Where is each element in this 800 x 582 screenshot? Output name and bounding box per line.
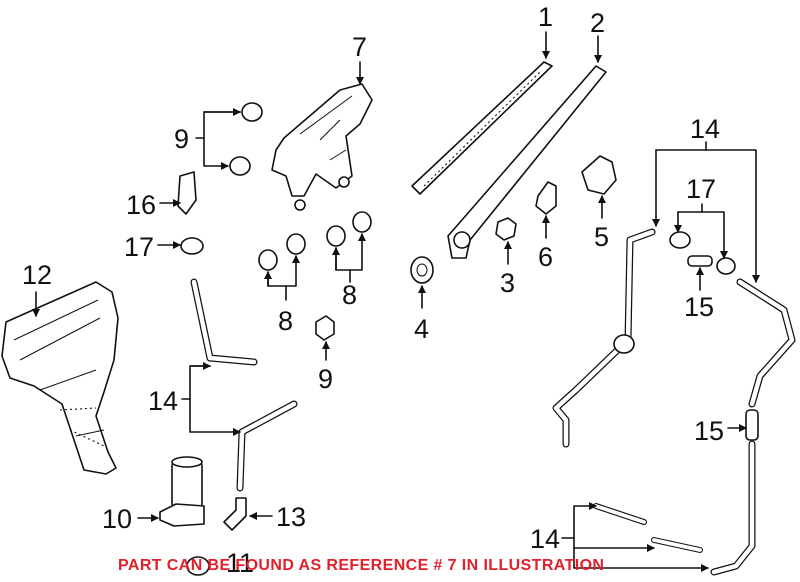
callout-13: 13	[276, 502, 306, 532]
washer-pump-part	[159, 456, 205, 527]
callout-9-top: 9	[174, 124, 189, 154]
callout-2: 2	[590, 8, 605, 38]
callout-15-top: 15	[684, 292, 714, 322]
connectors-part-15-17-right	[613, 231, 759, 441]
callout-8-left: 8	[278, 306, 293, 336]
callout-8-right: 8	[342, 280, 357, 310]
clip-part-17-left	[180, 237, 204, 255]
callout-17-right: 17	[686, 174, 716, 204]
callout-14-left: 14	[148, 386, 178, 416]
cap-part-5	[581, 155, 617, 195]
elbow-part-13	[223, 497, 247, 531]
grommet-parts-8	[258, 211, 372, 271]
callout-3: 3	[500, 268, 515, 298]
nut-part-9-top	[229, 102, 263, 176]
callout-14-bottom: 14	[530, 524, 560, 554]
callout-9-bottom: 9	[318, 364, 333, 394]
connector-part-16	[177, 171, 197, 215]
wiper-blade-part	[411, 61, 553, 195]
callout-15-bottom: 15	[694, 416, 724, 446]
leader-lines	[32, 31, 760, 572]
hose-part-14-left	[190, 278, 298, 492]
callout-10: 10	[102, 504, 132, 534]
cap-part-6	[535, 181, 557, 215]
grommet-part-4	[410, 256, 434, 284]
callout-5: 5	[594, 222, 609, 252]
callout-16: 16	[126, 190, 156, 220]
callout-1: 1	[538, 2, 553, 32]
reference-note: PART CAN BE FOUND AS REFERENCE # 7 IN IL…	[118, 557, 605, 574]
wiper-arm-part	[447, 65, 607, 259]
callout-labels: 1 2 7 9 16 17 8 8 9 4 3 6 5 12 14 10 11 …	[22, 2, 724, 578]
callout-12: 12	[22, 260, 52, 290]
callout-11: 11	[226, 548, 254, 578]
nut-part-9-bottom	[315, 315, 335, 341]
callout-6: 6	[538, 242, 553, 272]
callout-14-right-top: 14	[690, 114, 720, 144]
callout-17-left: 17	[124, 232, 154, 262]
nut-part-3	[495, 217, 517, 241]
callout-7: 7	[352, 32, 367, 62]
washer-reservoir-part	[1, 281, 119, 475]
hose-part-14-right	[552, 228, 796, 576]
grommet-part-11	[186, 556, 210, 576]
wiper-motor-part	[271, 83, 373, 211]
callout-4: 4	[414, 314, 429, 344]
